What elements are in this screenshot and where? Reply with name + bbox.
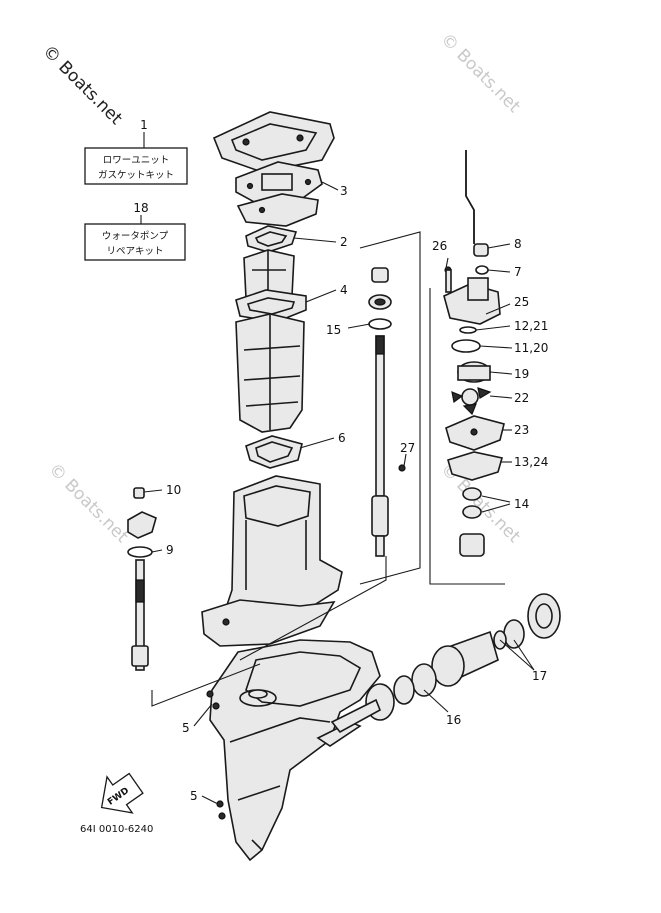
adapter-plate — [236, 193, 319, 227]
callout-5-upper: 5 — [182, 721, 190, 735]
watermark-middle-left: © Boats.net — [44, 459, 132, 547]
callout-11-20: 11,20 — [514, 341, 548, 355]
upper-casing — [201, 475, 343, 647]
callout-3: 3 — [340, 184, 348, 198]
svg-text:ガスケットキット: ガスケットキット — [98, 170, 174, 181]
callout-12-21: 12,21 — [514, 319, 548, 333]
callout-2: 2 — [340, 235, 348, 249]
kit-box-18: 18 ウォータポンプ リペアキット — [84, 201, 186, 261]
callout-26: 26 — [432, 239, 447, 253]
svg-text:ロワーユニット: ロワーユニット — [103, 155, 170, 166]
gasket-2 — [245, 225, 298, 253]
callout-25: 25 — [514, 295, 529, 309]
callout-7: 7 — [514, 265, 522, 279]
group-lines — [151, 231, 505, 707]
watermark-top-left: © Boats.net — [38, 41, 126, 129]
svg-text:ウォータポンプ: ウォータポンプ — [102, 231, 169, 242]
callout-16: 16 — [446, 713, 461, 727]
callout-9: 9 — [166, 543, 174, 557]
callout-8: 8 — [514, 237, 522, 251]
watermark-top-right: © Boats.net — [436, 29, 524, 117]
callout-22: 22 — [514, 391, 529, 405]
callout-6: 6 — [338, 431, 346, 445]
callout-19: 19 — [514, 367, 529, 381]
callout-15: 15 — [326, 323, 341, 337]
diagram-code: 64I 0010-6240 — [80, 824, 153, 835]
propshaft-gears — [330, 593, 561, 734]
fwd-arrow: FWD — [100, 772, 144, 814]
svg-text:18: 18 — [133, 201, 148, 215]
callout-23: 23 — [514, 423, 529, 437]
callout-leaders — [143, 181, 535, 805]
gasket-3 — [235, 161, 323, 205]
gasket-4 — [235, 289, 307, 323]
upper-plate — [212, 111, 335, 173]
driveshaft-assembly — [368, 267, 406, 557]
callout-5-lower: 5 — [190, 789, 198, 803]
callout-27: 27 — [400, 441, 415, 455]
gasket-6 — [245, 435, 303, 469]
svg-text:リペアキット: リペアキット — [106, 246, 163, 257]
kit-box-1: 1 ロワーユニット ガスケットキット — [84, 118, 188, 185]
water-tube — [465, 150, 475, 244]
lower-casing — [209, 639, 381, 862]
callout-4: 4 — [340, 283, 348, 297]
callout-17: 17 — [532, 669, 547, 683]
callout-13-24: 13,24 — [514, 455, 548, 469]
svg-text:1: 1 — [140, 118, 148, 132]
callout-14: 14 — [514, 497, 529, 511]
impeller — [451, 387, 492, 416]
callout-10: 10 — [166, 483, 181, 497]
bolts-5 — [206, 690, 226, 820]
exhaust-muffler — [235, 313, 305, 433]
shift-rod-assembly — [127, 487, 157, 671]
